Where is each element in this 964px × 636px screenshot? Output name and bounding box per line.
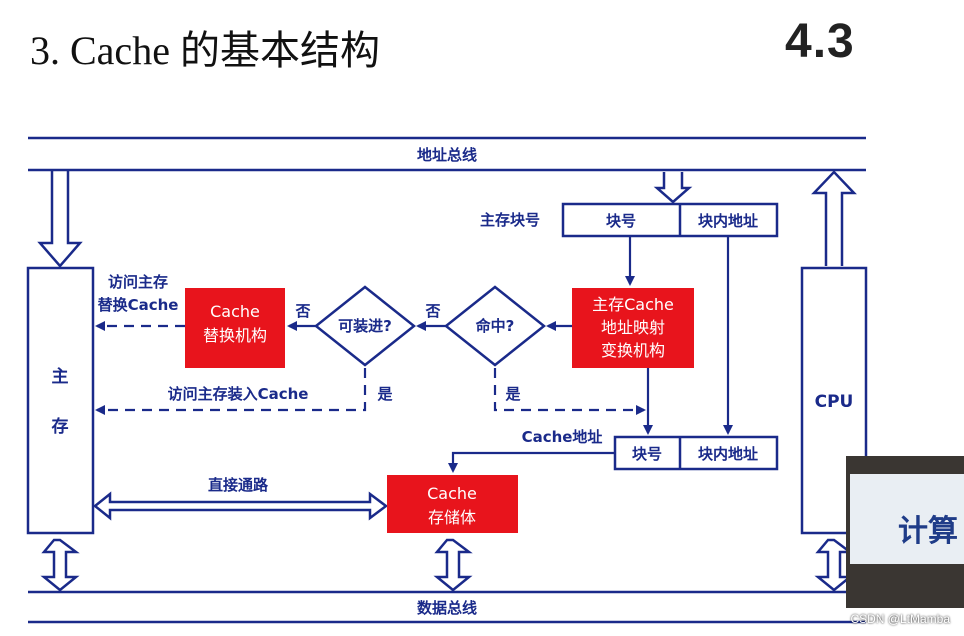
mapping-unit-line-2: 地址映射 (601, 318, 665, 337)
load-to-memory-arrow (95, 368, 367, 415)
hit-yes-arrow (493, 368, 646, 415)
video-thumbnail: 计算 (846, 456, 964, 608)
mapping-unit-box (572, 288, 694, 368)
mapping-unit-line-3: 变换机构 (601, 341, 665, 360)
addr-to-memory-arrow (37, 170, 83, 268)
main-memory-label-2: 存 (52, 416, 69, 437)
access-replace-line-2: 替换Cache (98, 296, 179, 314)
cpu-label: CPU (815, 392, 854, 412)
video-text: 计算 (898, 514, 958, 549)
hit-yes-label: 是 (504, 385, 521, 403)
top-in-block-addr: 块内地址 (698, 212, 758, 230)
access-load-label: 访问主存装入Cache (168, 385, 309, 403)
cache-addr-label: Cache地址 (522, 428, 603, 446)
replace-unit-line-1: Cache (210, 302, 260, 321)
top-block-no: 块号 (606, 212, 636, 230)
slide-title: 3. Cache 的基本结构 (30, 28, 380, 73)
watermark: CSDN @LtMamba (850, 612, 950, 626)
cache-storage-line-2: 存储体 (428, 508, 476, 527)
section-number: 4.3 (785, 15, 855, 68)
cacheaddr-to-storage-arrow (448, 451, 615, 473)
mapping-unit-line-1: 主存Cache (592, 295, 674, 314)
data-bus-label: 数据总线 (417, 599, 477, 617)
canload-yes-label: 是 (376, 385, 393, 403)
replace-unit-line-2: 替换机构 (203, 326, 267, 345)
main-block-register (561, 202, 779, 238)
can-load-question: 可装进? (338, 317, 392, 335)
replace-unit-box (185, 288, 285, 368)
cpu-box (800, 266, 868, 535)
main-memory-box (26, 266, 95, 535)
cpu-to-addr-arrow (811, 170, 857, 266)
cache-storage-line-1: Cache (427, 484, 477, 503)
can-load-diamond (313, 285, 417, 367)
hit-diamond (443, 285, 547, 367)
cache-block-no: 块号 (632, 445, 662, 463)
main-block-label: 主存块号 (480, 211, 540, 229)
cache-storage-box (387, 475, 518, 533)
hit-question: 命中? (475, 317, 515, 335)
cache-in-block-addr: 块内地址 (698, 445, 758, 463)
hit-no-label: 否 (424, 302, 440, 320)
addr-to-register-arrow (653, 172, 693, 204)
memory-data-bus-arrow (40, 538, 80, 592)
direct-path-label: 直接通路 (208, 476, 269, 494)
main-memory-label-1: 主 (52, 366, 69, 387)
direct-path-arrow (92, 491, 389, 521)
cache-data-bus-arrow (433, 538, 473, 592)
address-bus-label: 地址总线 (417, 146, 477, 164)
canload-no-label: 否 (294, 302, 310, 320)
access-replace-line-1: 访问主存 (108, 273, 168, 291)
video-panel (850, 474, 964, 564)
